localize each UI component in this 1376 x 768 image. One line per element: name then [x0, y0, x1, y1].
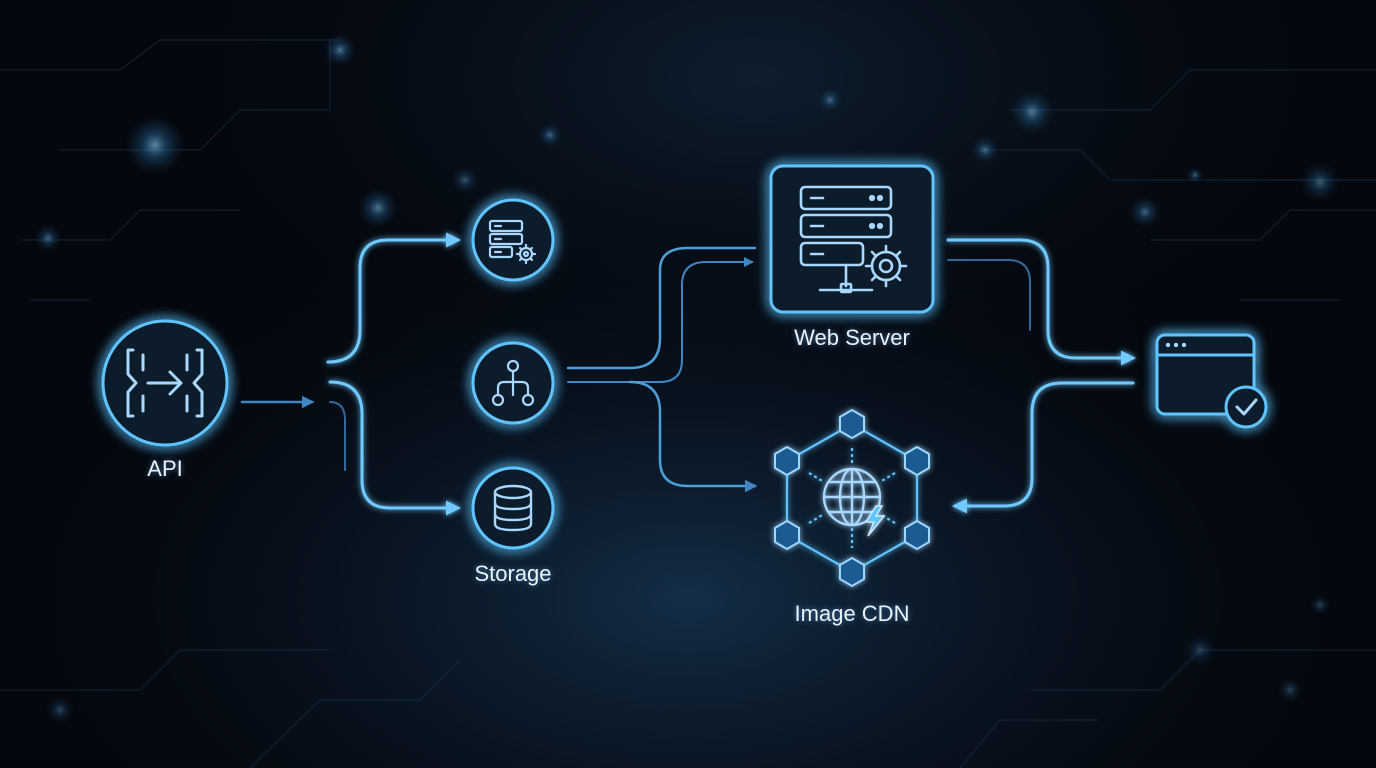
- server-rack-gear-icon: [799, 185, 908, 294]
- client-node: [1155, 333, 1268, 429]
- cdn-edge-nodes: [774, 408, 930, 588]
- storage-node: [471, 466, 555, 550]
- storage-label: Storage: [474, 561, 552, 586]
- connections: [240, 232, 1136, 516]
- image-cdn-label: Image CDN: [794, 601, 910, 626]
- edge-routing-cdn: [628, 380, 758, 493]
- edge-client-cdn: [952, 381, 1135, 514]
- edge-routing-webserver: [566, 246, 757, 370]
- edge-webserver-client-shadow: [947, 259, 1031, 331]
- processing-node: [471, 198, 555, 282]
- edge-webserver-client: [946, 238, 1136, 366]
- api-gateway-icon: [126, 348, 204, 418]
- edge-routing-webserver-2: [567, 257, 754, 383]
- edge-api-processing: [326, 232, 461, 364]
- edge-api-storage: [328, 380, 461, 516]
- database-icon: [493, 484, 533, 532]
- network-hierarchy-icon: [491, 359, 535, 407]
- image-cdn-node: [774, 408, 930, 588]
- globe-network-icon: [822, 467, 886, 537]
- api-label: API: [147, 456, 183, 481]
- routing-node: [471, 341, 555, 425]
- web-server-label: Web Server: [794, 325, 910, 350]
- server-gear-icon: [488, 219, 537, 265]
- web-server-node: [769, 164, 935, 314]
- edge-api-storage-shadow: [329, 401, 346, 471]
- api-node: [101, 319, 229, 447]
- bokeh-dots: [34, 34, 1340, 724]
- browser-check-icon: [1155, 333, 1268, 429]
